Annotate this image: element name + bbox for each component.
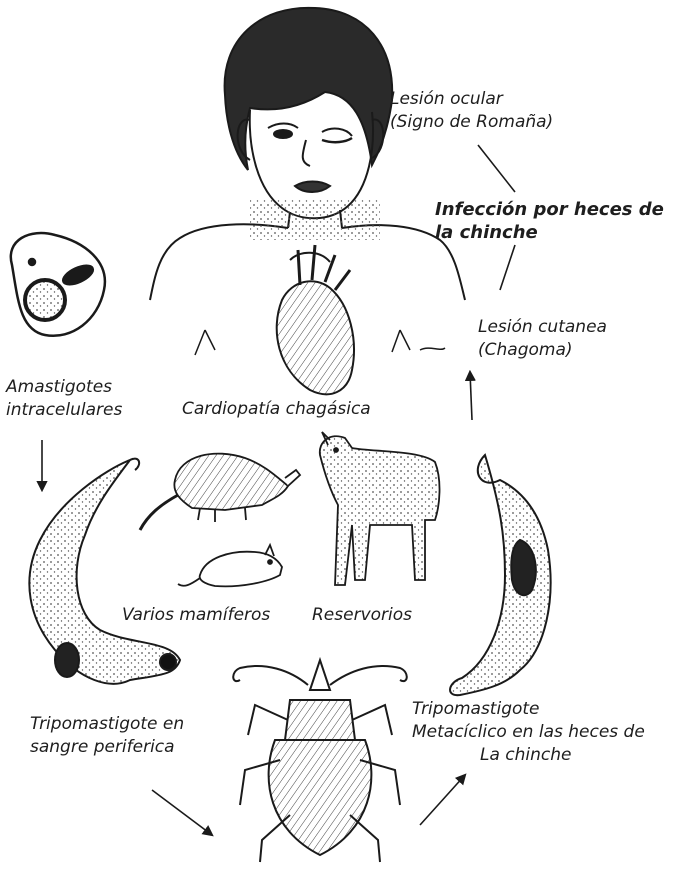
label-amastigotes: Amastigotes intracelulares bbox=[6, 376, 122, 422]
label-skin-lesion: Lesión cutanea (Chagoma) bbox=[478, 316, 607, 362]
arrow-eye-to-infection bbox=[478, 145, 515, 192]
arrow-blood-to-bug bbox=[152, 790, 212, 835]
label-eye-lesion: Lesión ocular (Signo de Romaña) bbox=[390, 88, 553, 134]
arrow-up-to-skin bbox=[470, 372, 472, 420]
label-blood-trypomastigote: Tripomastigote en sangre periferica bbox=[30, 713, 184, 759]
armadillo-illustration bbox=[140, 454, 300, 530]
trypomastigote-left-illustration bbox=[29, 459, 180, 684]
arrow-infection-to-skin bbox=[500, 245, 515, 290]
amastigote-cell-illustration bbox=[11, 233, 105, 336]
label-cardiopathy: Cardiopatía chagásica bbox=[182, 398, 371, 421]
heart-illustration bbox=[277, 245, 354, 394]
label-reservoirs: Reservorios bbox=[312, 604, 412, 627]
rat-illustration bbox=[178, 545, 282, 586]
arrow-bug-to-metacyclic bbox=[420, 775, 465, 825]
label-metacyclic-trypomastigote: Tripomastigote Metacíclico en las heces … bbox=[412, 698, 645, 767]
metacyclic-trypomastigote-illustration bbox=[450, 455, 551, 695]
dog-illustration bbox=[320, 432, 440, 585]
triatomine-bug-illustration bbox=[233, 660, 407, 862]
label-various-mammals: Varios mamíferos bbox=[122, 604, 270, 627]
label-infection: Infección por heces de la chinche bbox=[435, 198, 664, 244]
